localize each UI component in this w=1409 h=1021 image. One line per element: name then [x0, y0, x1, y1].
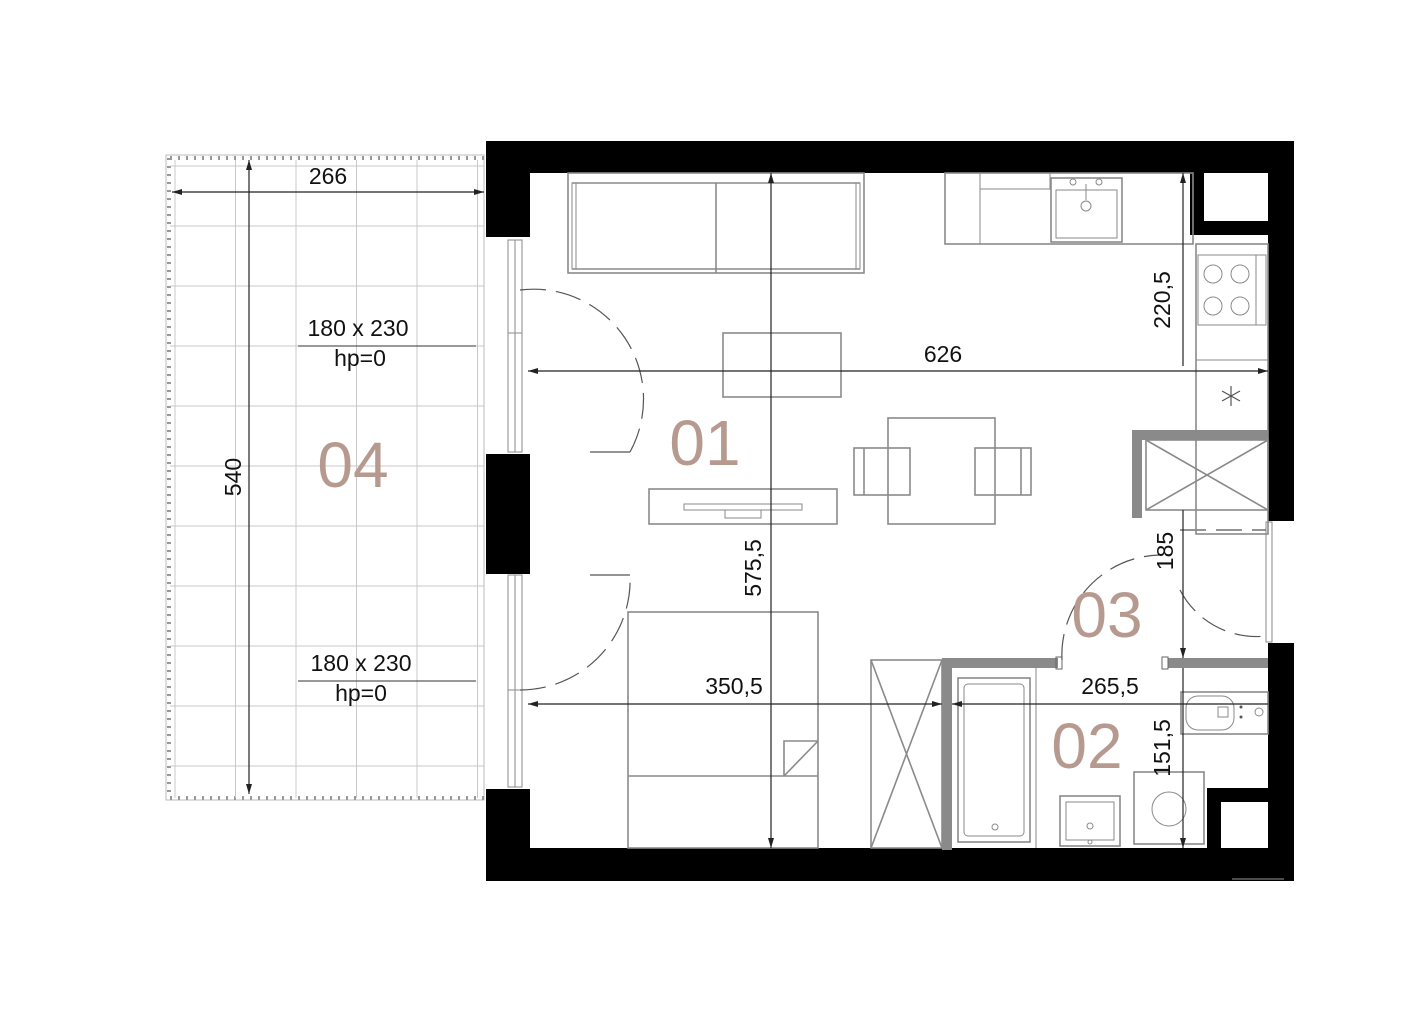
room-label-01: 01: [669, 407, 740, 479]
door-swings: [519, 288, 1267, 691]
bathroom-wall-vertical: [942, 658, 952, 850]
wardrobe-hall: [1145, 439, 1269, 511]
chair-left: [853, 447, 911, 496]
shaft-top: [1190, 141, 1294, 173]
washbasin: [1059, 795, 1121, 847]
dining-table: [887, 417, 996, 525]
stove: [1197, 254, 1257, 326]
shaft2-top: [1207, 788, 1294, 802]
room-label-03: 03: [1071, 579, 1142, 651]
wardrobe-bedroom: [870, 659, 943, 849]
bathtub: [957, 677, 1031, 843]
wall-left-middle: [486, 454, 530, 574]
labels: 266 540 180 x 230 hp=0 180 x 230 hp=0 62…: [220, 163, 1178, 782]
kitchen-220-label: 220,5: [1149, 271, 1175, 329]
furniture: [567, 172, 1284, 880]
wall-right-upper: [1268, 141, 1294, 521]
kitchen-side-counter: [1195, 243, 1269, 535]
door-jamb-left: [1055, 656, 1063, 670]
shaft-left: [1190, 141, 1204, 233]
bath-151-label: 151,5: [1149, 719, 1175, 777]
wardrobe-wall-left: [1132, 430, 1142, 518]
tv-stand: [648, 488, 838, 525]
shaft2-left: [1207, 788, 1221, 881]
entrance-frame: [1265, 521, 1273, 643]
tv: [683, 503, 803, 511]
entrance-door-swing: [1179, 589, 1267, 638]
shaft-bottom: [1190, 221, 1294, 235]
chair-right: [974, 447, 1032, 496]
washing-machine: [1133, 771, 1205, 845]
width-626-label: 626: [924, 341, 962, 367]
wardrobe-wall-top: [1132, 430, 1268, 440]
walls: [486, 141, 1294, 881]
balcony-depth-label: 540: [220, 458, 246, 496]
kitchen-counter: [944, 172, 1194, 245]
window-1-size: 180 x 230: [307, 315, 408, 341]
door-jamb-right: [1161, 656, 1169, 670]
snowflake-icon: [1221, 386, 1241, 406]
bathroom-wall-right: [1168, 658, 1268, 668]
window-2-size: 180 x 230: [310, 650, 411, 676]
dimension-lines: [172, 160, 1268, 848]
kitchen-sink: [1050, 177, 1123, 243]
windows: [507, 239, 1273, 788]
room-label-02: 02: [1051, 710, 1122, 782]
wall-right-lower: [1268, 643, 1294, 881]
wall-top: [486, 141, 1294, 173]
window-1-hp: hp=0: [334, 345, 386, 371]
coffee-table: [722, 332, 842, 398]
wall-left-lower: [486, 789, 530, 881]
room-label-04: 04: [317, 429, 388, 501]
window-2-hp: hp=0: [335, 680, 387, 706]
wall-left-upper: [486, 141, 530, 237]
balcony-outline: [165, 154, 485, 801]
bath-265-label: 265,5: [1081, 673, 1139, 699]
bathroom-door-swing: [1061, 554, 1161, 661]
height-575-label: 575,5: [740, 539, 766, 597]
toilet: [1180, 691, 1269, 735]
door-swing-upper: [519, 288, 645, 453]
bed: [627, 611, 819, 849]
hall-185-label: 185: [1152, 532, 1178, 570]
bathroom-wall-left: [942, 658, 1058, 668]
width-350-label: 350,5: [705, 673, 763, 699]
door-swing-lower: [519, 574, 631, 691]
balcony-width-label: 266: [309, 163, 347, 189]
wall-bottom: [486, 848, 1294, 881]
